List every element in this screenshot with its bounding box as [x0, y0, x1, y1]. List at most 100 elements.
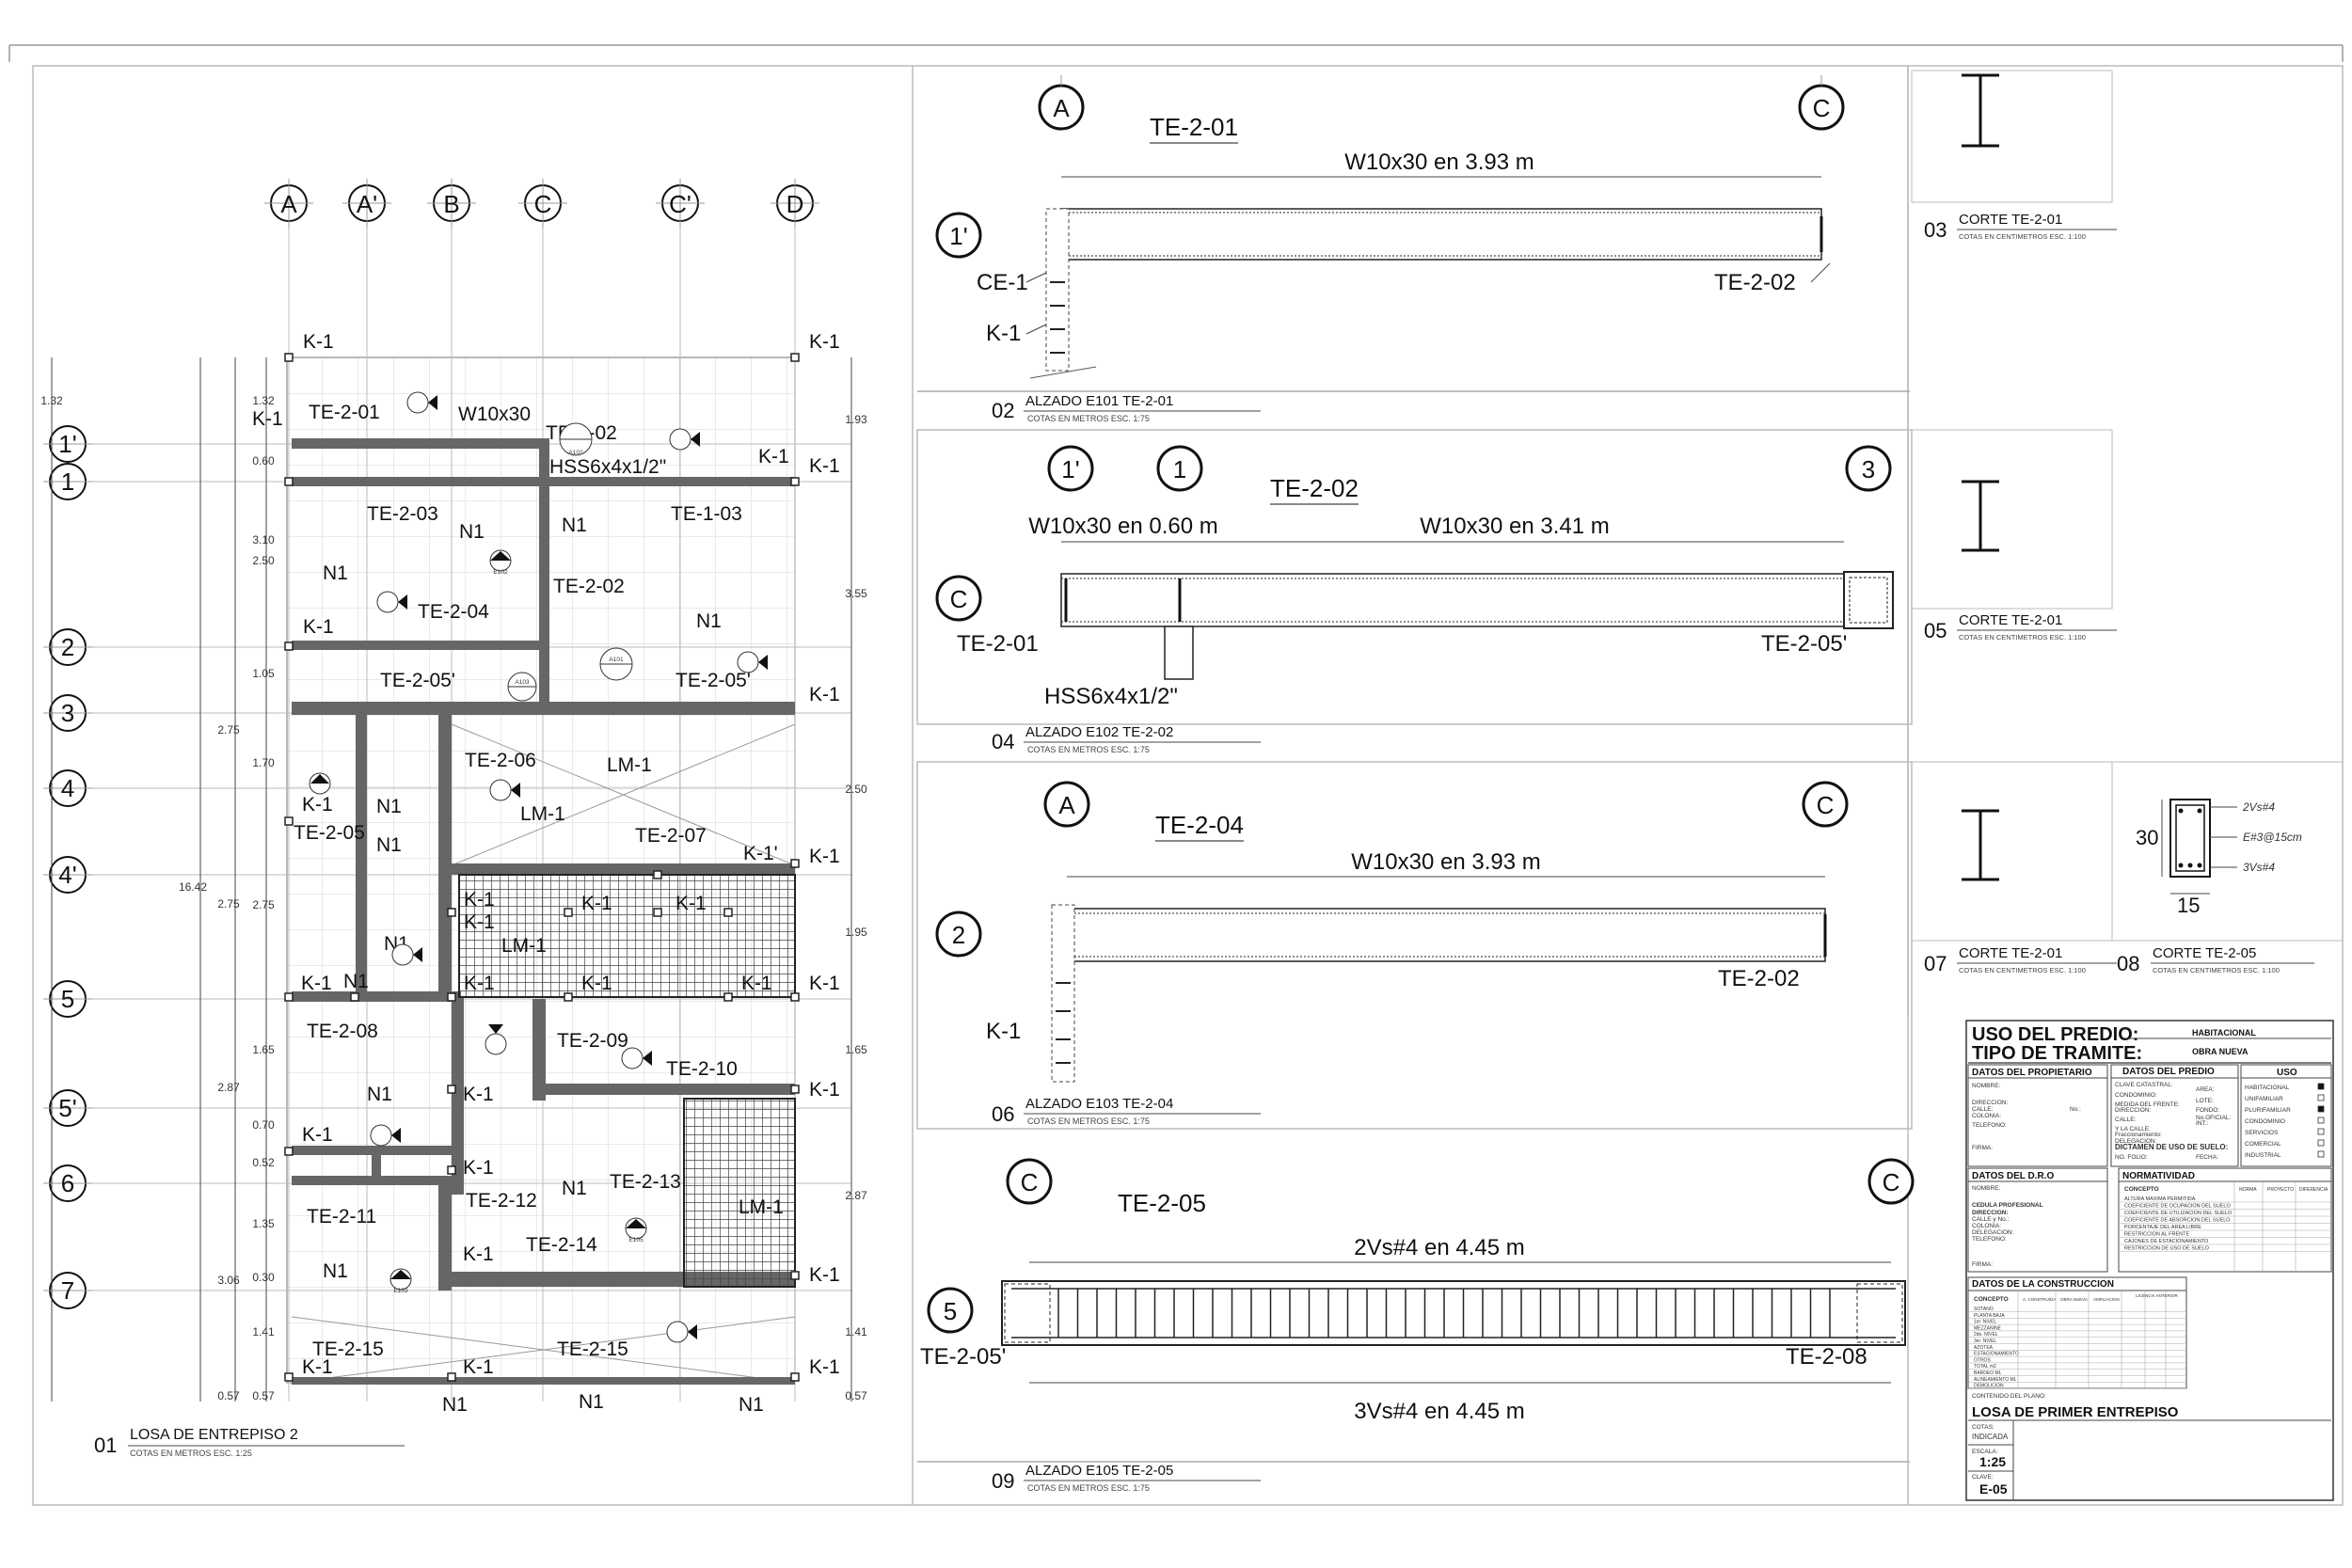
label-te211: TE-2-11 — [307, 1206, 376, 1227]
dim-label: 1.70 — [252, 756, 275, 769]
elev1-title: TE-2-01 — [1150, 113, 1238, 141]
section-marker-icon — [666, 1321, 697, 1343]
sheet-frame — [8, 44, 2344, 1506]
mesh-lm1-upper — [458, 874, 796, 998]
norm-row-label: PORCENTAJE DEL AREA LIBRE — [2124, 1225, 2201, 1230]
uso-checkbox[interactable] — [2317, 1105, 2325, 1113]
elev3-label-k1: K-1 — [986, 1019, 1021, 1044]
axis-bubble: C — [1798, 84, 1845, 131]
label-w10x30: W10x30 — [458, 404, 531, 425]
uso-item-label: PLURIFAMILIAR — [2245, 1107, 2291, 1114]
svg-text:FIRMA:: FIRMA: — [1972, 1261, 1993, 1268]
label-lm1: LM-1 — [607, 754, 652, 776]
label-k1: K-1 — [809, 455, 840, 477]
section-marker-icon — [737, 651, 768, 673]
dim-label: 2.75 — [217, 897, 240, 911]
svg-text:A. CONSTRUIDA: A. CONSTRUIDA — [2023, 1297, 2056, 1302]
uso-checkbox[interactable] — [2317, 1150, 2325, 1158]
svg-text:COTAS:: COTAS: — [1972, 1424, 1994, 1431]
elev2-hss-post — [1164, 626, 1194, 680]
uso-checkbox[interactable] — [2317, 1094, 2325, 1101]
s05-number: 05 — [1924, 619, 1947, 642]
section-marker-icon — [391, 943, 422, 966]
plan-callouts: A102 A101 A103 E102 E103 E105 — [393, 422, 644, 1294]
elev3-caption-title: ALZADO E103 TE-2-04 — [1025, 1096, 1173, 1112]
axis-bubble: 6 — [43, 1164, 92, 1202]
uso-checkbox[interactable] — [2317, 1083, 2325, 1090]
dim-left-outer: 1.32 — [40, 394, 63, 407]
axis-label: C — [534, 190, 552, 218]
elev1-label-ce1: CE-1 — [977, 270, 1028, 295]
callout-e103: E103 — [393, 1288, 408, 1294]
uso-checkbox[interactable] — [2317, 1117, 2325, 1124]
s07-sub: COTAS EN CENTIMETROS ESC. 1:100 — [1959, 966, 2086, 974]
dim-label: 2.50 — [845, 783, 867, 796]
axis-bubble: C — [935, 575, 982, 622]
label-te202: TE-2-02 — [553, 576, 625, 597]
elev1-label-te202: TE-2-02 — [1714, 270, 1796, 295]
tb-predio-header: DATOS DEL PREDIO — [2122, 1067, 2215, 1077]
elev1-caption-title: ALZADO E101 TE-2-01 — [1025, 393, 1173, 409]
svg-text:COLONIA:: COLONIA: — [1972, 1113, 2001, 1119]
svg-text:C: C — [1813, 94, 1831, 122]
s05-sub: COTAS EN CENTIMETROS ESC. 1:100 — [1959, 633, 2086, 641]
uso-item-label: HABITACIONAL — [2245, 1085, 2290, 1091]
section-marker-icon — [376, 591, 407, 613]
label-k1: K-1 — [758, 446, 789, 467]
s03-title: CORTE TE-2-01 — [1959, 212, 2062, 228]
axis-bubble: C — [1006, 1158, 1053, 1205]
s08-sub: COTAS EN CENTIMETROS ESC. 1:100 — [2153, 966, 2280, 974]
svg-text:2: 2 — [952, 921, 965, 949]
axis-bubble: B — [427, 179, 476, 228]
label-te205p: TE-2-05' — [380, 670, 455, 691]
elev2-caption-title: ALZADO E102 TE-2-02 — [1025, 724, 1173, 740]
label-te215: TE-2-15 — [557, 1338, 628, 1360]
const-row-label: OTROS — [1974, 1357, 1991, 1363]
svg-text:PROYECTO: PROYECTO — [2267, 1187, 2294, 1193]
axis-bubble: C — [1802, 781, 1849, 828]
axis-bubble: 3 — [43, 694, 92, 732]
label-n1: N1 — [376, 834, 402, 856]
axis-bubble: 1' — [43, 425, 92, 463]
label-k1: K-1 — [463, 1157, 494, 1179]
svg-text:NORMA: NORMA — [2239, 1187, 2257, 1193]
label-k1: K-1 — [464, 911, 495, 933]
axis-label: 5' — [58, 1094, 76, 1122]
label-k1: K-1 — [463, 1084, 494, 1105]
svg-text:A: A — [1058, 791, 1075, 819]
axis-bubble: A — [1038, 84, 1085, 131]
label-te205: TE-2-05 — [294, 822, 365, 844]
uso-item-label: SERVICIOS — [2245, 1130, 2279, 1136]
label-n1: N1 — [367, 1084, 392, 1105]
axis-bubble: A — [1043, 781, 1090, 828]
svg-text:FONDO:: FONDO: — [2196, 1107, 2219, 1114]
rebar-top: 2Vs#4 — [2242, 800, 2275, 814]
svg-text:NOMBRE:: NOMBRE: — [1972, 1083, 2001, 1089]
svg-text:FIRMA:: FIRMA: — [1972, 1145, 1993, 1151]
elev3-title: TE-2-04 — [1155, 811, 1244, 839]
svg-text:C: C — [1021, 1168, 1039, 1196]
dim-label: 1.35 — [252, 1217, 275, 1230]
svg-text:No.:: No.: — [2070, 1106, 2081, 1113]
norm-row-label: COEFICIENTE DE ABSORCION DEL SUELO — [2124, 1218, 2231, 1224]
svg-text:1': 1' — [1061, 455, 1079, 483]
uso-checkbox[interactable] — [2317, 1139, 2325, 1147]
plan-caption-sub: COTAS EN METROS ESC. 1:25 — [130, 1449, 252, 1458]
elev1-caption-sub: COTAS EN METROS ESC. 1:75 — [1027, 414, 1150, 423]
tb-const-header: DATOS DE LA CONSTRUCCION — [1972, 1279, 2114, 1290]
tb-norm-header: NORMATIVIDAD — [2122, 1171, 2195, 1181]
dim-label: 1.41 — [845, 1325, 867, 1338]
label-te207: TE-2-07 — [635, 825, 707, 847]
svg-text:1': 1' — [949, 222, 967, 250]
elev3-beam — [1066, 908, 1826, 962]
const-row-label: 3er. NIVEL — [1974, 1338, 1996, 1344]
const-row-label: BARDEO ML — [1974, 1370, 2002, 1376]
norm-row-label: RESTRICCION AL FRENTE — [2124, 1232, 2189, 1238]
uso-checkbox[interactable] — [2317, 1128, 2325, 1135]
s03-sub: COTAS EN CENTIMETROS ESC. 1:100 — [1959, 232, 2086, 241]
mesh-lm1-lower — [683, 1098, 796, 1288]
svg-text:CALLE:: CALLE: — [2115, 1117, 2137, 1123]
label-te208: TE-2-08 — [307, 1021, 378, 1042]
elev1-span-label: W10x30 en 3.93 m — [1344, 150, 1534, 175]
